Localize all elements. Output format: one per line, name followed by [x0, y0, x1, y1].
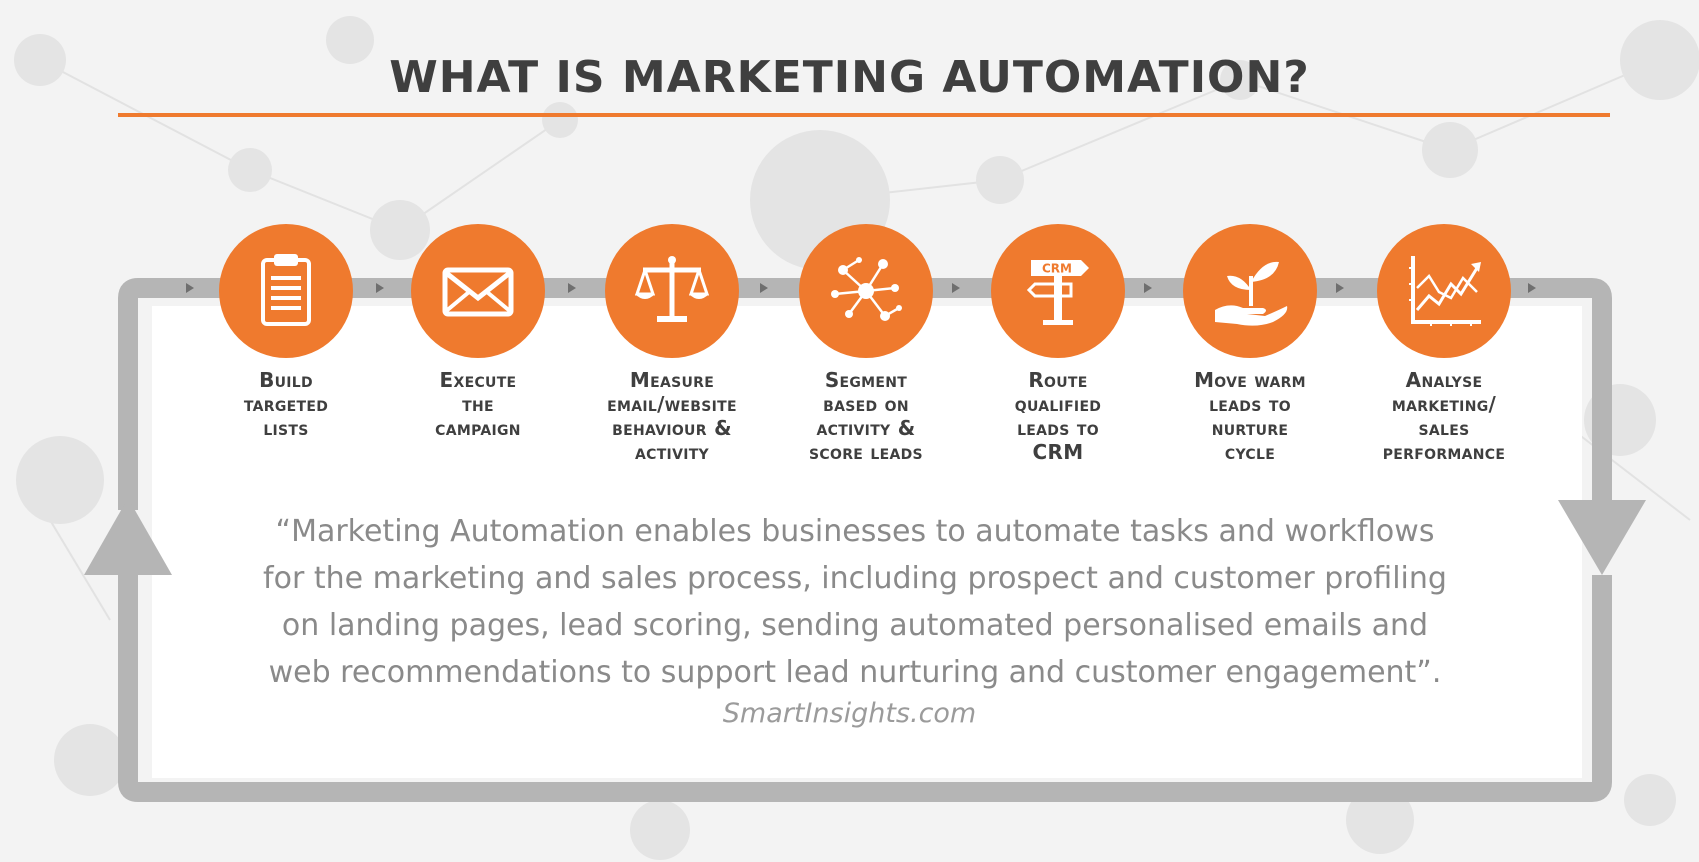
step-build-targeted-lists: Build targeted lists: [191, 224, 381, 440]
step-label-line: qualified: [1014, 392, 1102, 416]
step-label: Execute the campaign: [383, 368, 573, 440]
step-label-line: targeted: [243, 392, 329, 416]
step-label-line: sales: [1418, 416, 1470, 440]
signpost-label: CRM: [1042, 262, 1072, 276]
step-label-line: activity &: [816, 416, 916, 440]
quote-line: web recommendations to support lead nurt…: [268, 655, 1442, 690]
step-segment-score-leads: Segment based on activity & score leads: [771, 224, 961, 464]
clipboard-list-icon: [261, 254, 311, 326]
step-label-line: Measure: [629, 368, 715, 392]
step-label-line: Analyse: [1405, 368, 1483, 392]
step-icon-circle: [411, 224, 545, 358]
step-execute-campaign: Execute the campaign: [383, 224, 573, 440]
step-label-line: leads to: [1017, 416, 1099, 440]
step-label-line: performance: [1382, 440, 1506, 464]
step-label: Route qualified leads to CRM: [963, 368, 1153, 464]
step-label-line: Route: [1028, 368, 1088, 392]
page-title: WHAT IS MARKETING AUTOMATION?: [389, 52, 1310, 103]
step-label: Measure email/website behaviour & activi…: [577, 368, 767, 464]
definition-quote: “Marketing Automation enables businesses…: [190, 508, 1520, 696]
step-measure-behaviour: Measure email/website behaviour & activi…: [577, 224, 767, 464]
network-nodes-icon: [831, 257, 902, 321]
step-icon-circle: [605, 224, 739, 358]
step-icon-circle: [219, 224, 353, 358]
line-chart-icon: [1409, 256, 1481, 326]
step-label-line: the: [462, 392, 494, 416]
step-icon-circle: [799, 224, 933, 358]
quote-line: on landing pages, lead scoring, sending …: [281, 608, 1429, 643]
step-move-warm-leads: Move warm leads to nurture cycle: [1155, 224, 1345, 464]
step-label-line: activity: [635, 440, 709, 464]
step-label-line: behaviour &: [612, 416, 732, 440]
step-label: Move warm leads to nurture cycle: [1155, 368, 1345, 464]
step-label-line: lists: [263, 416, 309, 440]
step-icon-circle: [1377, 224, 1511, 358]
step-route-to-crm: CRM Route qualified leads to CRM: [963, 224, 1153, 464]
step-label-line: based on: [823, 392, 909, 416]
step-label-line: Move warm: [1194, 368, 1306, 392]
quote-line: for the marketing and sales process, inc…: [263, 561, 1447, 596]
step-label-line: email/website: [607, 392, 737, 416]
loop-track-bottom: [118, 575, 1612, 802]
step-label: Analyse marketing/ sales performance: [1349, 368, 1539, 464]
track-chevrons: [186, 283, 1536, 293]
step-label-line: marketing/: [1391, 392, 1497, 416]
balance-scale-icon: [634, 256, 710, 322]
step-label-line: cycle: [1224, 440, 1276, 464]
step-icon-circle: CRM: [991, 224, 1125, 358]
step-label: Build targeted lists: [191, 368, 381, 440]
step-label-line: nurture: [1211, 416, 1289, 440]
quote-source: SmartInsights.com: [722, 698, 977, 729]
loop-down-arrow: [1558, 500, 1646, 575]
step-label-line: score leads: [809, 440, 923, 464]
step-label-line: Build: [259, 368, 313, 392]
envelope-icon: [442, 267, 514, 317]
step-analyse-performance: Analyse marketing/ sales performance: [1349, 224, 1539, 464]
step-label-line: campaign: [435, 416, 521, 440]
content-panel: [152, 306, 1582, 778]
step-icon-circle: [1183, 224, 1317, 358]
crm-signpost-icon: CRM: [1026, 260, 1089, 325]
loop-up-arrow: [84, 498, 172, 575]
step-label: Segment based on activity & score leads: [771, 368, 961, 464]
step-label-line: Execute: [439, 368, 517, 392]
title-underline: [118, 113, 1610, 117]
step-label-line: leads to: [1209, 392, 1291, 416]
seedling-hand-icon: [1215, 261, 1288, 326]
step-label-line: Segment: [824, 368, 908, 392]
step-label-line: CRM: [1032, 440, 1084, 464]
quote-line: “Marketing Automation enables businesses…: [275, 514, 1435, 549]
